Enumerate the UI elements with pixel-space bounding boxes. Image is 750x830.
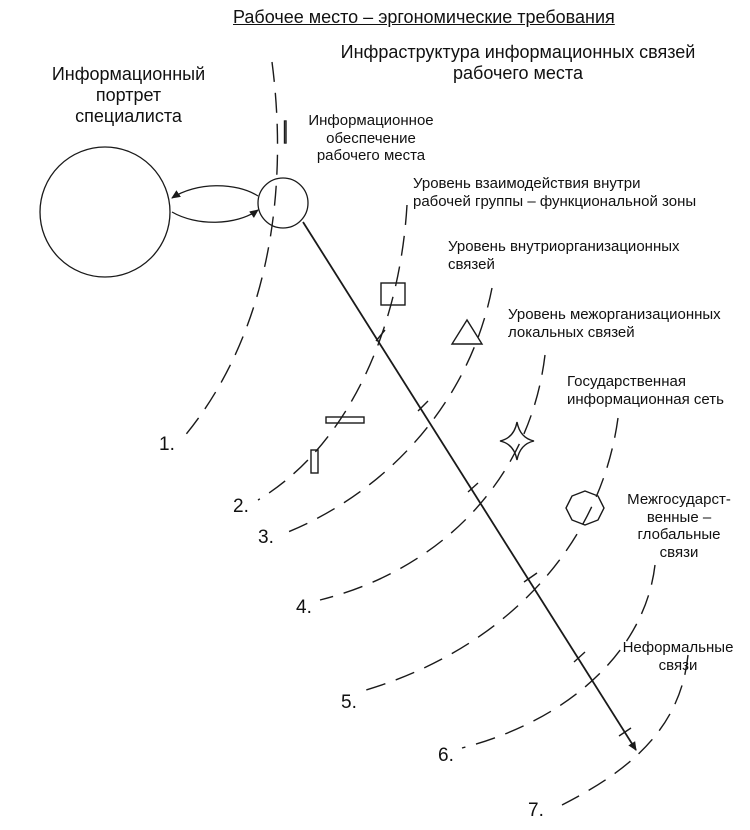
level-4-label-line-2: локальных связей <box>508 323 635 341</box>
level-6-label-line-3: глобальные <box>637 526 721 544</box>
level-number-7: 7. <box>528 800 544 821</box>
page-title: Рабочее место – эргономические требовани… <box>233 7 615 27</box>
level-6-label-line-1: Межгосударст- <box>627 491 731 508</box>
square-icon <box>380 282 406 306</box>
level-4-label-line-1: Уровень межорганизационных <box>508 306 721 323</box>
main-arrow <box>302 221 637 751</box>
workplace-node <box>257 177 309 229</box>
level-2-label-line-1: Уровень взаимодействия внутри <box>413 175 641 192</box>
level-arc-7 <box>561 654 689 806</box>
level-3-label-line-2: связей <box>448 255 495 273</box>
subtitle: Инфраструктура информационных связей раб… <box>318 42 718 84</box>
level-3-label: Уровень внутриорганизационных связей <box>448 238 680 273</box>
portrait-label: Информационный портрет специалиста <box>36 64 221 128</box>
level-arc-5 <box>365 417 619 691</box>
level-number-2: 2. <box>233 496 249 517</box>
level-6-label-line-2: венные – <box>646 508 712 526</box>
portrait-label-line-1: Информационный <box>51 64 206 84</box>
triangle-icon <box>450 318 484 345</box>
level-5-label-line-1: Государственная <box>567 373 686 390</box>
level-5-label: Государственная информационная сеть <box>567 373 724 408</box>
level-3-label-line-1: Уровень внутриорганизационных <box>448 238 680 255</box>
level-7-label-line-2: связи <box>658 656 698 674</box>
level-number-6: 6. <box>438 745 454 766</box>
level-6-label: Межгосударст- венные – глобальные связи <box>624 491 734 562</box>
level-number-3: 3. <box>258 527 274 548</box>
level-1-label-line-1: Информационное <box>308 112 434 129</box>
level-6-label-line-4: связи <box>659 544 699 562</box>
arrow-tick-2 <box>417 400 429 412</box>
connector-to-portrait <box>171 185 259 199</box>
subtitle-line-2: рабочего места <box>453 63 583 84</box>
level-7-label: Неформальные связи <box>618 639 738 674</box>
level-arc-1 <box>182 61 279 439</box>
level-number-5: 5. <box>341 692 357 713</box>
level-2-label-line-2: рабочей группы – функциональной зоны <box>413 192 697 210</box>
vertical-bar-icon <box>283 120 287 144</box>
level-arc-2 <box>257 204 408 501</box>
level-7-label-line-1: Неформальные <box>622 639 734 656</box>
arrow-tick-3 <box>467 482 479 493</box>
vertical-rectangle-icon <box>310 449 319 474</box>
arrow-tick-5 <box>573 651 586 663</box>
level-arc-3 <box>287 287 493 533</box>
arrow-tick-1 <box>375 329 386 342</box>
portrait-label-line-3: специалиста <box>75 106 182 127</box>
level-4-label: Уровень межорганизационных локальных свя… <box>508 306 721 341</box>
level-2-label: Уровень взаимодействия внутри рабочей гр… <box>413 175 696 210</box>
level-5-label-line-2: информационная сеть <box>567 390 724 408</box>
horizontal-bar-icon <box>325 416 365 424</box>
portrait-circle <box>39 146 171 278</box>
arrow-tick-4 <box>523 572 538 583</box>
level-number-4: 4. <box>296 597 312 618</box>
level-arc-6 <box>461 564 656 749</box>
level-number-1: 1. <box>159 434 175 455</box>
level-arc-4 <box>319 354 546 601</box>
subtitle-line-1: Инфраструктура информационных связей <box>340 42 696 62</box>
level-1-label: Информационное обеспечение рабочего мест… <box>296 112 446 165</box>
level-1-label-line-3: рабочего места <box>316 147 426 165</box>
connector-to-workplace <box>171 209 259 223</box>
arrow-tick-6 <box>618 727 632 737</box>
hexagon-icon <box>565 490 605 526</box>
four-point-star-icon <box>499 421 535 461</box>
portrait-label-line-2: портрет <box>95 85 162 106</box>
level-1-label-line-2: обеспечение <box>326 129 416 147</box>
